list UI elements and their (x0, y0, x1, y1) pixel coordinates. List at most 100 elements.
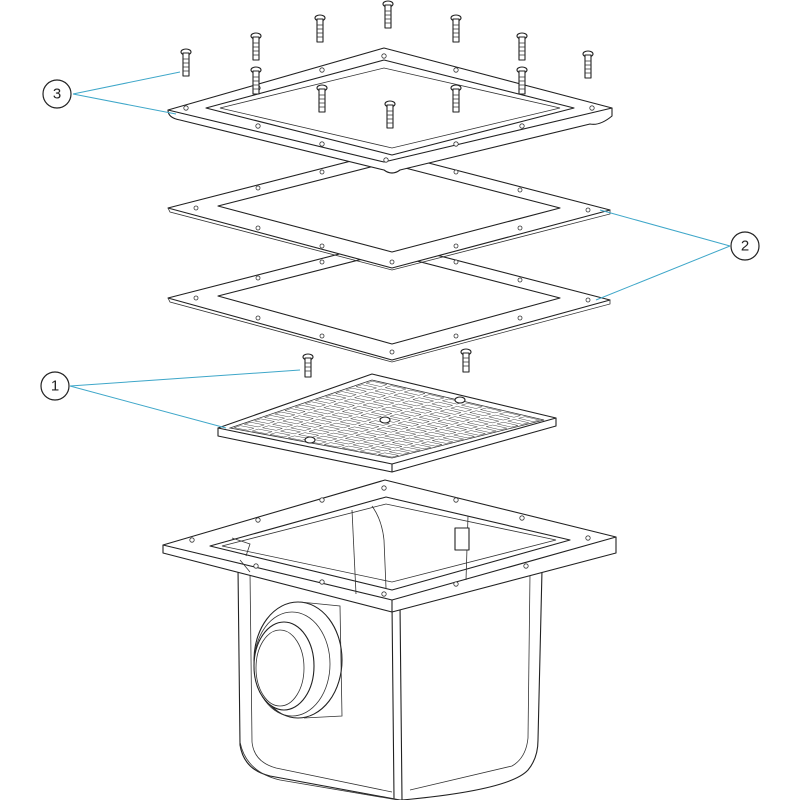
grate-slot (324, 442, 345, 448)
grate-slot (392, 440, 413, 446)
screw (450, 14, 462, 43)
screw (250, 32, 262, 61)
grate-slot (345, 436, 366, 442)
grate-slot (467, 420, 489, 426)
box-flange-holes (189, 485, 591, 597)
grate-slot (400, 411, 422, 417)
grate-slot (480, 407, 502, 414)
grate-slot (334, 439, 356, 445)
grate-slot (459, 413, 481, 419)
grate-slot (301, 422, 322, 428)
grate-slot (294, 404, 317, 411)
grate-slot (341, 409, 364, 415)
grate-screws (302, 348, 472, 378)
grate-slot (324, 394, 347, 401)
grate-slot (329, 422, 351, 429)
grate-slot (384, 434, 406, 440)
grate-slot (283, 408, 307, 414)
grate-slot (252, 428, 273, 434)
grate-slot (253, 418, 276, 424)
grate-slot (448, 416, 470, 422)
grate-slot (378, 452, 399, 458)
grate-slot (337, 429, 358, 435)
grate-slot (333, 402, 356, 408)
grate-slot (507, 419, 529, 425)
grate-slot (292, 415, 315, 421)
grate-slot (316, 435, 337, 441)
grate-slot (380, 406, 404, 413)
gasket-upper (167, 151, 611, 271)
frame-screws (180, 0, 594, 129)
grate-slot (302, 412, 325, 418)
grate-slot (453, 433, 475, 439)
grate-slot (469, 410, 491, 417)
grate-slot (372, 399, 395, 406)
grate-slot (350, 416, 371, 422)
top-frame-holes (183, 53, 595, 163)
grate-slot (362, 402, 385, 409)
grate-slot (486, 424, 508, 431)
grate-slot (376, 427, 398, 433)
grate-slot (381, 443, 403, 449)
grate-slot (496, 421, 518, 428)
grate-slot (314, 398, 337, 404)
grate-slot (403, 437, 424, 443)
grate-slot (374, 436, 395, 442)
grate-slot (374, 388, 397, 395)
grate-slot (365, 380, 388, 387)
grate-slot (408, 418, 430, 424)
grate-slot (398, 421, 419, 427)
grate-slot (280, 428, 301, 435)
callout-3-label: 3 (53, 86, 61, 103)
grate-slot (348, 426, 369, 432)
grate-slot (427, 422, 448, 428)
grate-slot (382, 396, 406, 403)
leader-lines (69, 71, 731, 429)
grate-slot (355, 384, 378, 391)
screw (516, 66, 528, 95)
grate-slot (416, 425, 438, 431)
grate-slot (387, 424, 409, 430)
grate-slot (450, 406, 472, 412)
grate-slot (344, 387, 368, 394)
grate-boss (454, 396, 466, 404)
grate-boss (304, 436, 316, 444)
grate-slot (352, 442, 374, 448)
grate-slot (312, 408, 335, 415)
grate-slot (319, 426, 340, 432)
screw (316, 84, 328, 113)
screw (582, 50, 594, 79)
grate-slot (432, 438, 453, 444)
grate-slot (419, 415, 440, 421)
grate-slot (442, 435, 464, 441)
grate-boss (379, 416, 391, 424)
grate-slot (304, 401, 327, 408)
grate-slot (271, 422, 293, 428)
grate-slots (233, 380, 540, 458)
gasket-lower (167, 241, 611, 363)
grate-slot (478, 417, 499, 424)
callout-1: 1 (40, 371, 70, 401)
grate-slot (499, 411, 521, 418)
grate-slot (411, 397, 435, 404)
grate-slot (401, 400, 425, 407)
screw (460, 348, 472, 373)
grate-slot (370, 410, 392, 416)
grate-slot (263, 415, 286, 421)
grate-slot (435, 429, 456, 435)
grate-slot (308, 429, 330, 435)
grate-slot (322, 405, 346, 411)
grate-slot (422, 394, 446, 400)
grate-slot (403, 389, 426, 396)
grate-slot (429, 412, 451, 418)
grate-slot (298, 432, 319, 438)
grate-slot (320, 415, 343, 422)
gasket-upper-holes (193, 169, 591, 265)
grate-slot (456, 423, 478, 429)
grate-slot (475, 427, 497, 433)
grate-slot (518, 416, 540, 422)
grate-slot (331, 412, 353, 419)
grate-slot (243, 421, 266, 428)
